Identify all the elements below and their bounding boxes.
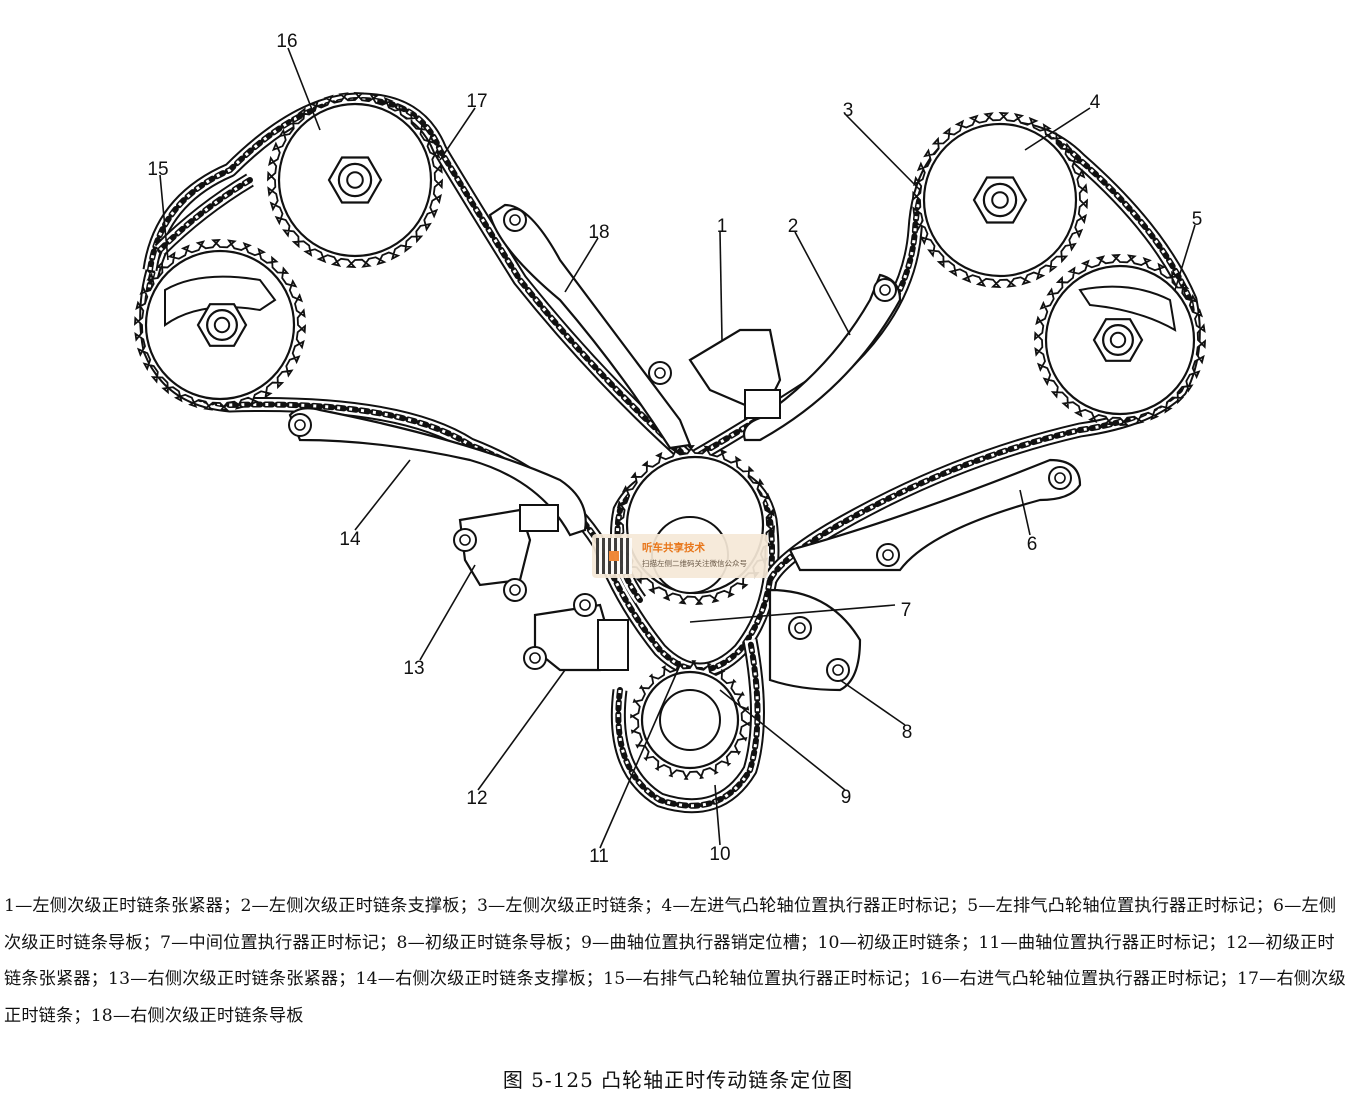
callout-10: 10	[709, 844, 730, 865]
right-link-chain-pins	[158, 178, 251, 252]
leader-16	[287, 47, 321, 131]
bolt-7-hex	[509, 584, 521, 596]
leader-3	[845, 114, 921, 191]
bolt-11	[826, 658, 850, 682]
bolt-3	[288, 413, 312, 437]
left-tensioner-plunger	[744, 389, 781, 419]
callout-18: 18	[588, 222, 609, 243]
bolt-0-hex	[509, 214, 521, 226]
leader-2	[794, 231, 851, 336]
bolt-10	[788, 616, 812, 640]
leader-4	[1024, 107, 1091, 151]
leader-10	[714, 784, 721, 846]
bolt-10-hex	[794, 622, 806, 634]
primary-tensioner-plunger	[597, 619, 629, 671]
bolt-0	[503, 208, 527, 232]
callout-12: 12	[466, 788, 487, 809]
left-guide-6	[788, 458, 1082, 572]
watermark-subtitle: 扫描左侧二维码关注微信公众号	[642, 559, 747, 568]
callout-4: 4	[1090, 92, 1101, 113]
right-intake-nut	[327, 156, 383, 204]
legend-body: 1—左侧次级正时链条张紧器；2—左侧次级正时链条支撑板；3—左侧次级正时链条；4…	[4, 896, 1346, 1026]
left-intake-nut-hole	[991, 191, 1009, 209]
bolt-2	[648, 361, 672, 385]
qr-code-icon	[596, 538, 632, 574]
right-link-chain	[154, 173, 254, 256]
leader-1	[719, 231, 723, 341]
bolt-6-hex	[459, 534, 471, 546]
leader-12	[477, 669, 566, 791]
bolt-9	[523, 646, 547, 670]
callout-7: 7	[901, 600, 912, 621]
bolt-11-hex	[832, 664, 844, 676]
leader-9	[719, 689, 846, 791]
bolt-8	[573, 593, 597, 617]
left-exhaust-nut	[1092, 318, 1144, 362]
bolt-1-hex	[879, 284, 891, 296]
callout-14: 14	[339, 529, 361, 550]
callout-9: 9	[841, 787, 852, 808]
legend-text: 1—左侧次级正时链条张紧器；2—左侧次级正时链条支撑板；3—左侧次级正时链条；4…	[4, 888, 1350, 1034]
right-support-14	[288, 407, 587, 537]
leader-6	[1019, 489, 1031, 536]
left-intake-nut	[972, 176, 1028, 224]
bolt-1	[873, 278, 897, 302]
callout-5: 5	[1192, 209, 1203, 230]
primary-chain	[610, 637, 765, 814]
callout-2: 2	[788, 216, 799, 237]
right-exhaust-nut-hole	[213, 316, 231, 334]
left-exhaust-phaser-plate	[1078, 285, 1177, 332]
leader-8	[839, 679, 906, 726]
right-tensioner-plunger	[519, 504, 559, 532]
callout-11: 11	[589, 846, 609, 867]
callout-3: 3	[843, 100, 854, 121]
leader-lines	[159, 47, 1196, 849]
bolt-7	[503, 578, 527, 602]
callout-17: 17	[466, 91, 487, 112]
leader-18	[564, 237, 599, 293]
right-guide-18	[488, 203, 692, 450]
callout-13: 13	[403, 658, 424, 679]
bolt-5	[876, 543, 900, 567]
left-support-2	[742, 273, 902, 442]
leader-11	[599, 664, 681, 849]
left-exhaust-nut-hole	[1109, 331, 1127, 349]
figure-caption: 图 5-125 凸轮轴正时传动链条定位图	[502, 1068, 854, 1092]
leader-15	[159, 174, 169, 261]
bolt-4-hex	[1054, 472, 1066, 484]
leader-7	[689, 604, 896, 623]
bolt-2-hex	[654, 367, 666, 379]
callout-15: 15	[147, 159, 168, 180]
watermark-title: 听车共享技术	[642, 542, 705, 554]
leader-13	[419, 564, 476, 661]
leader-17	[439, 107, 476, 161]
right-lower-chain-pins	[145, 249, 774, 672]
bolt-8-hex	[579, 599, 591, 611]
leader-5	[1174, 224, 1196, 291]
parts	[133, 92, 1207, 780]
bolt-4	[1048, 466, 1072, 490]
right-upper-chain	[142, 92, 695, 466]
leader-14	[354, 459, 411, 531]
primary-chain-pins	[616, 639, 759, 808]
callout-16: 16	[276, 31, 297, 52]
right-upper-chain-links	[147, 96, 693, 463]
bolt-3-hex	[294, 419, 306, 431]
right-exhaust-nut	[196, 303, 248, 347]
callout-1: 1	[717, 216, 728, 237]
bolt-5-hex	[882, 549, 894, 561]
bolt-9-hex	[529, 652, 541, 664]
right-intake-nut-hole	[346, 171, 364, 189]
watermark: 听车共享技术 扫描左侧二维码关注微信公众号	[592, 534, 768, 578]
bolt-6	[453, 528, 477, 552]
callout-8: 8	[902, 722, 913, 743]
callout-6: 6	[1027, 534, 1038, 555]
crank-hub	[659, 689, 721, 751]
right-exhaust-phaser-plate	[164, 275, 277, 327]
